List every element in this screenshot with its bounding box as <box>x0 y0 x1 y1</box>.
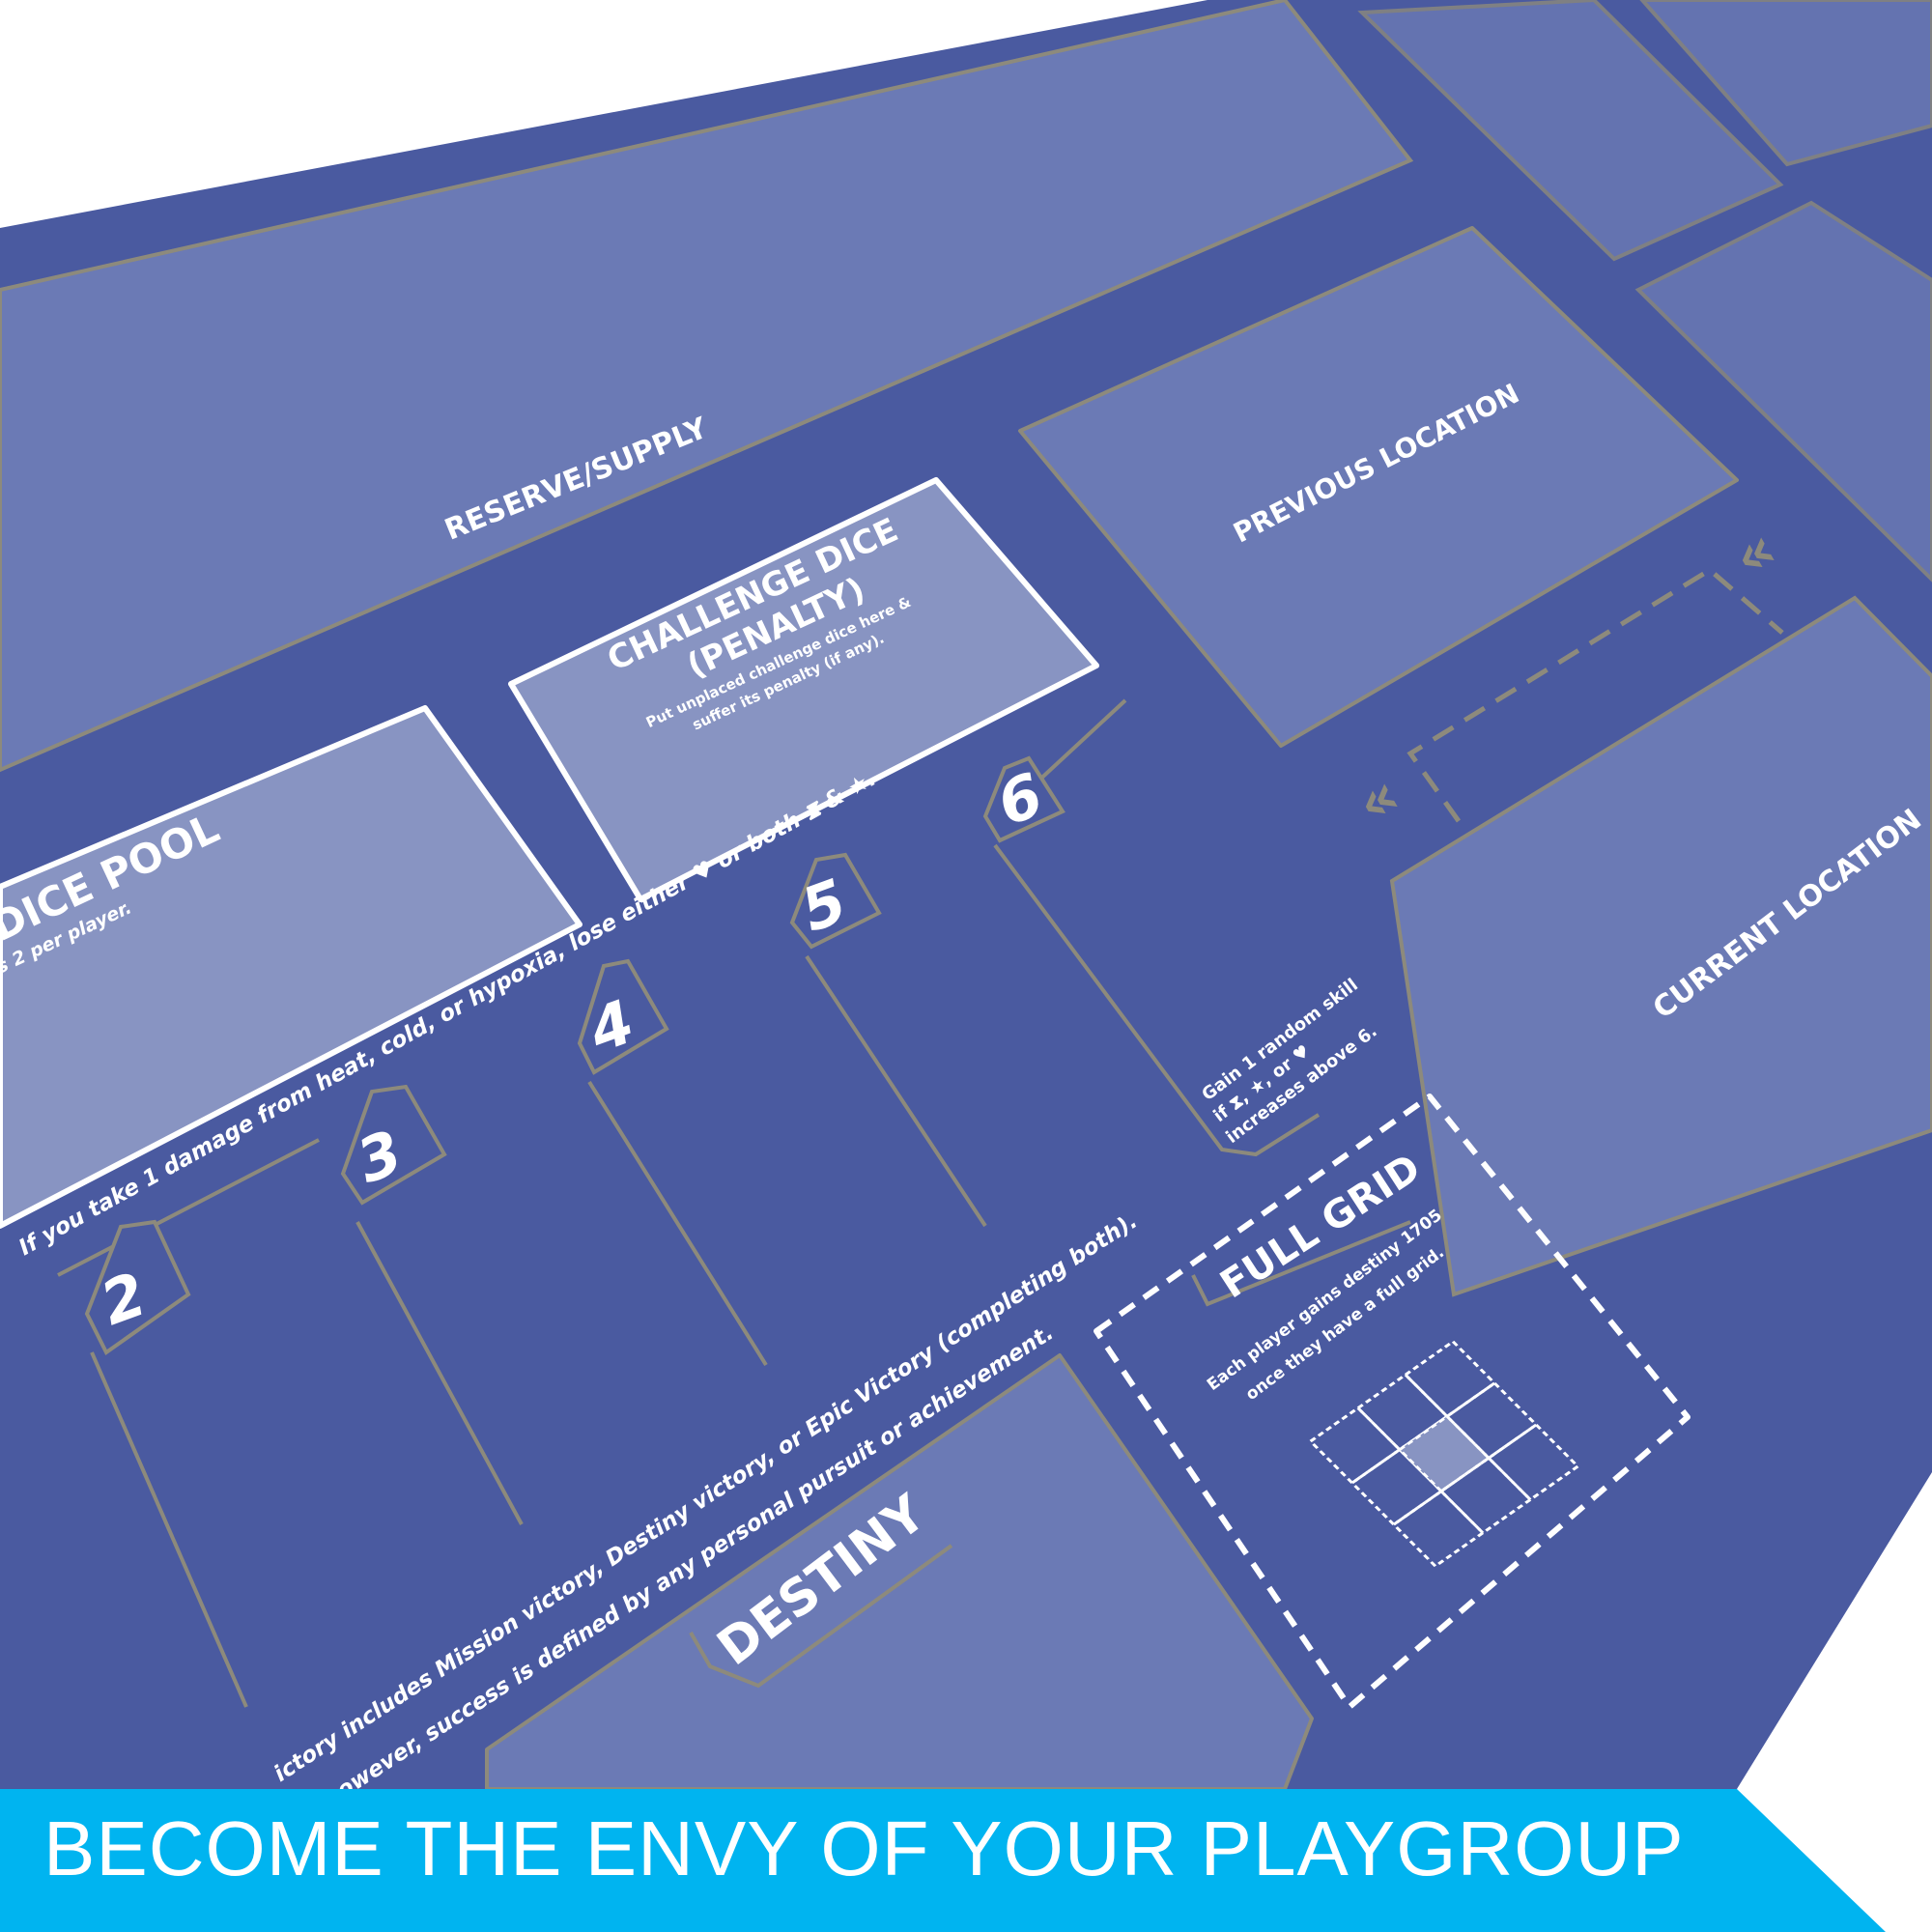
zone-dice-pool <box>0 705 582 1229</box>
zone-top-right-2 <box>1639 0 1932 167</box>
zone-top-right-3 <box>1634 200 1932 582</box>
zone-current-location <box>1389 595 1932 1297</box>
move-path <box>1406 566 1784 823</box>
zone-reserve-supply <box>0 0 1414 773</box>
track-column-5: 5 <box>789 852 987 1228</box>
zone-previous-location <box>1018 226 1739 748</box>
track-column-6: 6 <box>982 698 1321 1157</box>
banner-headline: BECOME THE ENVY OF YOUR PLAYGROUP <box>43 1805 1685 1891</box>
zone-full-grid <box>1094 1094 1690 1710</box>
zone-top-right-1 <box>1357 0 1784 262</box>
zone-destiny <box>485 1353 1314 1791</box>
track-column-3: 3 <box>340 1084 524 1525</box>
zone-challenge-dice <box>508 477 1099 902</box>
track-column-4: 4 <box>577 958 768 1367</box>
track-column-2: 2 <box>57 1138 320 1708</box>
banner-background <box>0 1789 1886 1932</box>
